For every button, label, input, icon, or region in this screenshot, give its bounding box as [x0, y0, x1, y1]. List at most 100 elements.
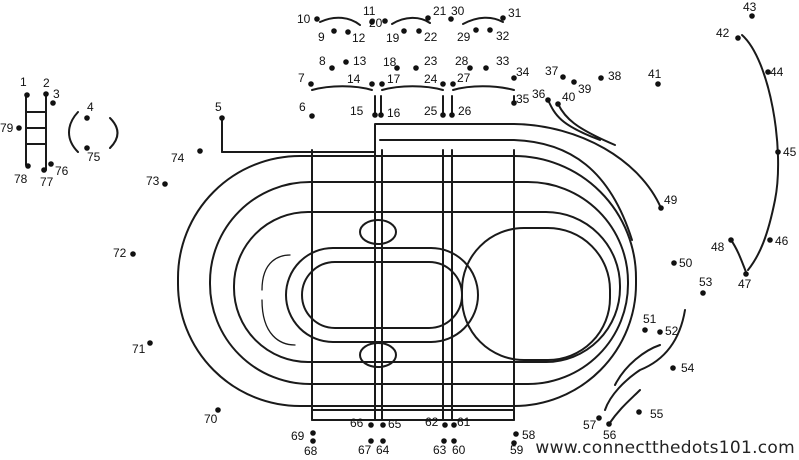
tuba-outline [25, 16, 780, 425]
valve-tubes [311, 149, 515, 421]
dot-marker [451, 422, 457, 428]
dot-marker [467, 65, 473, 71]
dot-marker [48, 161, 54, 167]
dot-16: 16 [378, 106, 401, 120]
dot-marker [197, 148, 203, 154]
dot-number: 48 [711, 240, 725, 254]
dot-number: 32 [496, 29, 510, 43]
dot-number: 58 [522, 428, 536, 442]
dot-marker [50, 100, 56, 106]
dot-58: 58 [513, 428, 536, 442]
dot-marker [483, 65, 489, 71]
dot-number: 22 [424, 30, 438, 44]
dot-marker [331, 28, 337, 34]
dot-number: 3 [53, 87, 60, 101]
dot-8: 8 [319, 54, 335, 71]
dot-marker [511, 440, 517, 446]
dot-6: 6 [299, 100, 315, 119]
dot-marker [310, 430, 316, 436]
dot-number: 50 [679, 256, 693, 270]
dot-74: 74 [171, 148, 203, 165]
dot-20: 20 [369, 16, 388, 30]
dot-number: 72 [113, 246, 127, 260]
dot-marker [442, 422, 448, 428]
dot-number: 24 [424, 72, 438, 86]
dot-number: 13 [353, 54, 367, 68]
dot-number: 4 [87, 100, 94, 114]
dot-number: 69 [291, 429, 305, 443]
dot-number: 56 [603, 428, 617, 442]
dot-number: 18 [383, 55, 397, 69]
dot-marker [473, 27, 479, 33]
dot-marker [440, 81, 446, 87]
dot-number: 77 [40, 175, 54, 189]
dot-1: 1 [20, 75, 30, 98]
dot-number: 76 [55, 164, 69, 178]
dot-marker [147, 340, 153, 346]
dot-69: 69 [291, 429, 316, 443]
dot-marker [545, 97, 551, 103]
dot-46: 46 [767, 234, 789, 248]
dot-marker [657, 329, 663, 335]
dot-30: 30 [448, 4, 465, 22]
dot-marker [513, 431, 519, 437]
dot-31: 31 [500, 6, 522, 21]
dot-59: 59 [510, 440, 524, 457]
dot-5: 5 [215, 100, 225, 121]
dot-45: 45 [775, 145, 797, 159]
dot-marker [25, 163, 31, 169]
dot-44: 44 [765, 65, 784, 79]
dot-19: 19 [386, 28, 407, 45]
dot-marker [658, 205, 664, 211]
dot-number: 65 [388, 417, 402, 431]
dot-marker [16, 125, 22, 131]
dot-57: 57 [583, 415, 602, 432]
dot-number: 51 [643, 312, 657, 326]
dot-number: 21 [433, 4, 447, 18]
dot-marker [743, 271, 749, 277]
dot-60: 60 [451, 438, 466, 457]
dot-marker [380, 438, 386, 444]
dot-12: 12 [345, 29, 366, 45]
dot-10: 10 [297, 12, 320, 26]
dot-number: 17 [387, 72, 401, 86]
dot-78: 78 [14, 163, 31, 186]
dot-number: 66 [350, 416, 364, 430]
dot-55: 55 [636, 407, 664, 421]
dot-39: 39 [571, 79, 592, 96]
dot-marker [379, 81, 385, 87]
dot-marker [401, 28, 407, 34]
dot-71: 71 [132, 340, 153, 356]
dot-11: 11 [363, 4, 376, 25]
dot-marker [215, 407, 221, 413]
dot-marker [598, 75, 604, 81]
third-loop [233, 211, 621, 363]
dot-number: 2 [43, 76, 50, 90]
dot-number: 75 [87, 150, 101, 164]
dot-marker [448, 16, 454, 22]
dot-number: 41 [648, 67, 662, 81]
dot-number: 55 [650, 407, 664, 421]
dot-number: 37 [545, 64, 559, 78]
valve-bottom-lines [311, 409, 515, 421]
dot-61: 61 [451, 415, 471, 429]
dot-number: 23 [424, 54, 438, 68]
dot-marker [368, 422, 374, 428]
dot-56: 56 [603, 421, 617, 442]
second-loop [209, 181, 629, 385]
dot-marker [345, 29, 351, 35]
dot-38: 38 [598, 69, 622, 83]
dot-number: 30 [451, 4, 465, 18]
dot-marker [43, 91, 49, 97]
dot-25: 25 [424, 104, 446, 118]
dot-marker [655, 81, 661, 87]
dot-79: 79 [0, 121, 22, 135]
dot-marker [511, 75, 517, 81]
dot-14: 14 [347, 72, 375, 87]
dot-77: 77 [40, 167, 54, 189]
dot-marker [314, 16, 320, 22]
dot-marker [84, 145, 90, 151]
dot-68: 68 [304, 438, 318, 458]
dot-number: 54 [681, 361, 695, 375]
